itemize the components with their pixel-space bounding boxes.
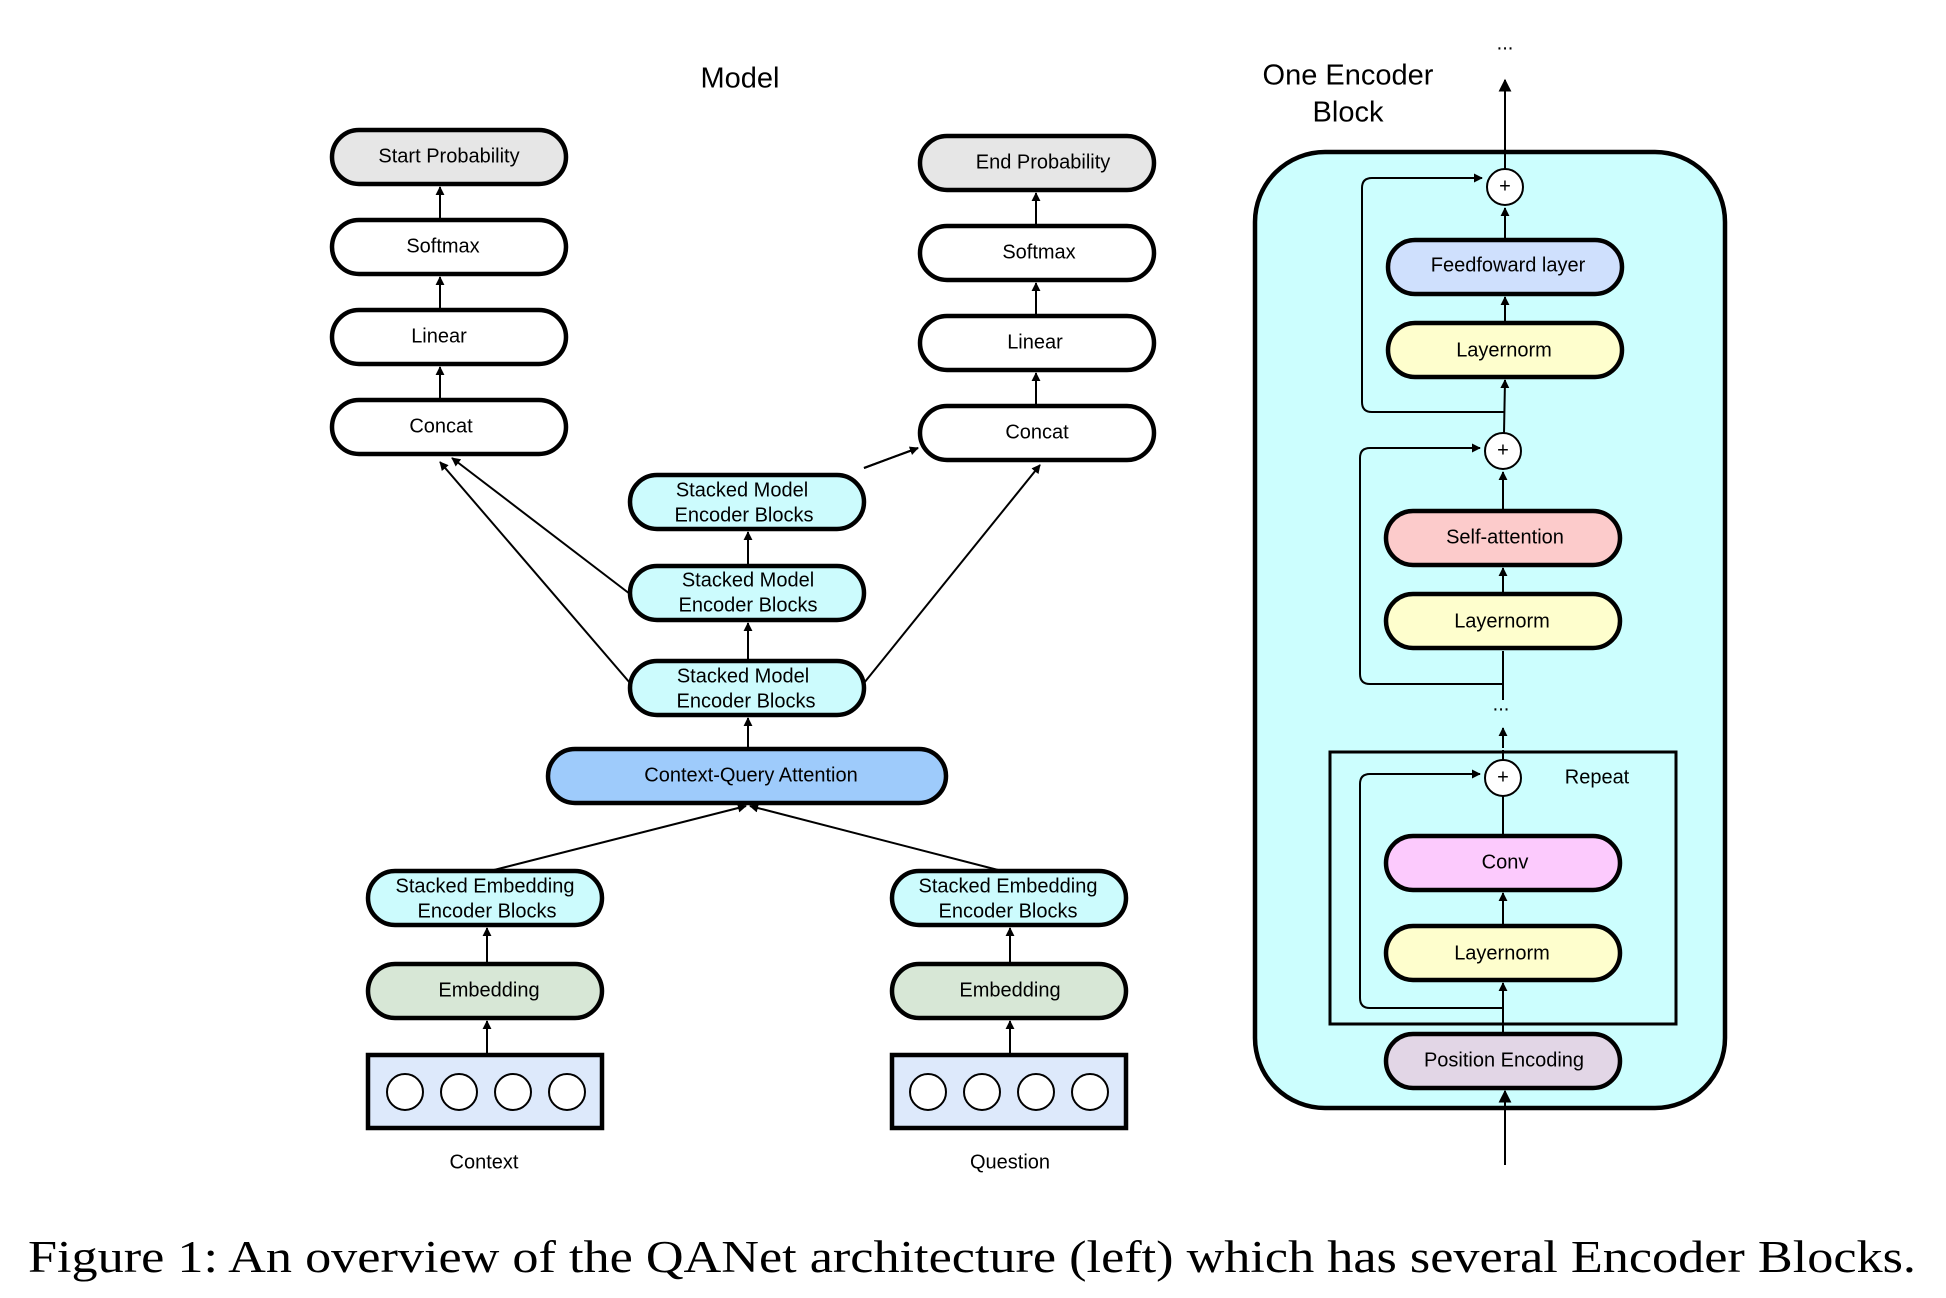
end-probability-box: [917, 133, 1157, 193]
context-embedding-label: Embedding: [438, 979, 539, 1001]
context-token-circle: [494, 1073, 532, 1111]
question-token-circle: [1017, 1073, 1055, 1111]
self-attention-label: Self-attention: [1446, 526, 1564, 548]
question-stacked-embedding-line1: Stacked Embedding: [918, 875, 1097, 897]
context-label: Context: [450, 1151, 519, 1173]
layernorm-ffn-label: Layernorm: [1456, 339, 1552, 361]
question-token-circle: [1071, 1073, 1109, 1111]
residual-skip-attention: [1359, 443, 1503, 685]
top-ellipsis: ...: [1497, 32, 1514, 54]
question-token-circle: [963, 1073, 1001, 1111]
start-concat-box: [329, 397, 569, 457]
middle-ellipsis: ...: [1493, 693, 1510, 715]
stacked-model-bottom-line1: Stacked Model: [677, 665, 809, 687]
context-stacked-embedding-line1: Stacked Embedding: [395, 875, 574, 897]
stacked-model-middle-line1: Stacked Model: [682, 569, 814, 591]
stacked-model-top-line2: Encoder Blocks: [675, 504, 814, 526]
question-embedding-label: Embedding: [959, 979, 1060, 1001]
start-linear-label: Linear: [411, 325, 467, 347]
start-softmax-label: Softmax: [406, 235, 479, 257]
context-stacked-embedding-line2: Encoder Blocks: [418, 900, 557, 922]
model-title: Model: [701, 63, 780, 95]
question-stacked-embedding-box: [889, 868, 1129, 928]
residual-add-top-symbol: +: [1499, 175, 1511, 197]
position-encoding-box: [1383, 1031, 1623, 1091]
residual-add-bottom-symbol: +: [1497, 766, 1509, 788]
question-token-circle: [909, 1073, 947, 1111]
layernorm-conv-label: Layernorm: [1454, 942, 1550, 964]
context-stacked-embedding-box: [365, 868, 605, 928]
stacked-model-block-top: [627, 472, 867, 532]
stacked-model-middle-line2: Encoder Blocks: [679, 594, 818, 616]
layernorm-attention-label: Layernorm: [1454, 610, 1550, 632]
context-token-circle: [386, 1073, 424, 1111]
end-probability-label: End Probability: [976, 151, 1111, 173]
arrow-context-encoder-to-cqa: [489, 803, 747, 872]
start-concat-label: Concat: [409, 415, 473, 437]
question-label: Question: [970, 1151, 1050, 1173]
context-embedding-box: [365, 961, 605, 1021]
arrow-model-bottom-to-end-concat: [863, 464, 1041, 684]
context-query-attention-label: Context-Query Attention: [644, 764, 857, 786]
start-probability-label: Start Probability: [378, 145, 519, 167]
encoder-block-title-line1: One Encoder: [1263, 60, 1434, 92]
context-token-circle: [548, 1073, 586, 1111]
stacked-model-top-line1: Stacked Model: [676, 479, 808, 501]
residual-add-middle-symbol: +: [1497, 439, 1509, 461]
end-linear-label: Linear: [1007, 331, 1063, 353]
residual-add-middle-icon: [1484, 432, 1522, 470]
start-linear-box: [329, 307, 569, 367]
question-stacked-embedding-line2: Encoder Blocks: [939, 900, 1078, 922]
residual-skip-ffn: [1361, 173, 1505, 413]
arrow-add-middle-to-layernorm: [1500, 379, 1510, 434]
arrow-model-top-to-end-concat: [863, 446, 919, 469]
arrow-model-bottom-to-start-concat: [439, 461, 631, 684]
repeat-label: Repeat: [1565, 766, 1630, 788]
arrow-model-middle-to-start-concat: [451, 457, 631, 595]
position-encoding-label: Position Encoding: [1424, 1049, 1584, 1071]
start-probability-box: [329, 127, 569, 187]
residual-add-top-icon: [1486, 168, 1524, 206]
conv-label: Conv: [1482, 851, 1529, 873]
end-softmax-label: Softmax: [1002, 241, 1075, 263]
stacked-model-bottom-line2: Encoder Blocks: [677, 690, 816, 712]
arrow-question-encoder-to-cqa: [749, 803, 1003, 872]
end-concat-label: Concat: [1005, 421, 1069, 443]
encoder-block-title-line2: Block: [1313, 97, 1384, 129]
residual-skip-conv: [1359, 769, 1503, 1009]
start-softmax-box: [329, 217, 569, 277]
feedforward-layer-label: Feedfoward layer: [1431, 254, 1586, 276]
context-token-circle: [440, 1073, 478, 1111]
figure-caption: Figure 1: An overview of the QANet archi…: [28, 1232, 1916, 1282]
